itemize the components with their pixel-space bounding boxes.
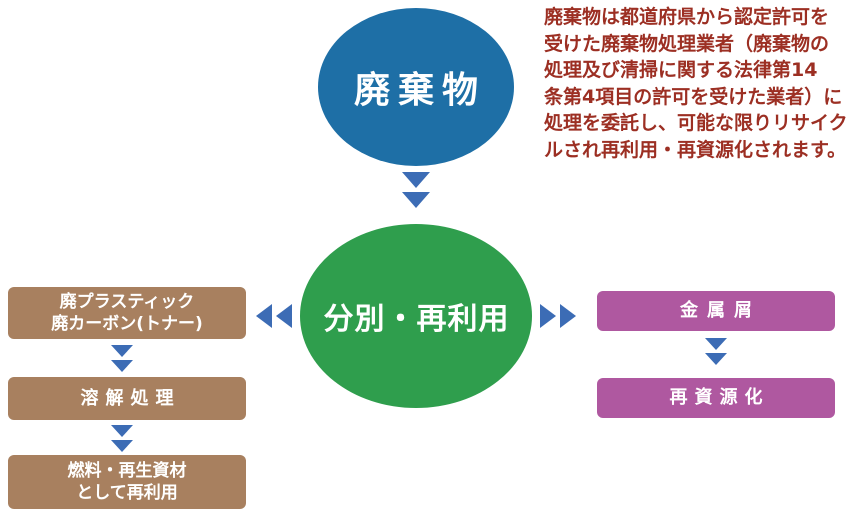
- arrow-left-icon: [276, 304, 292, 328]
- note-line: 受けた廃棄物処理業者（廃棄物の: [544, 32, 830, 55]
- arrow-down-plastic-to-melting-icon: [111, 345, 133, 372]
- arrow-down-icon: [111, 345, 133, 357]
- fuel-recycled-material-box: 燃料・再生資材 として再利用: [8, 455, 246, 509]
- arrow-right-icon: [560, 304, 576, 328]
- explanatory-note: 廃棄物は都道府県から認定許可を 受けた廃棄物処理業者（廃棄物の 処理及び清掃に関…: [544, 4, 846, 164]
- arrow-down-waste-to-sort-icon: [402, 172, 430, 208]
- arrow-down-metal-to-recycle-icon: [705, 338, 727, 365]
- note-line: 廃棄物は都道府県から認定許可を: [544, 6, 830, 28]
- fuel-recycled-material-label: 燃料・再生資材: [67, 460, 187, 481]
- metal-scrap-label: 金属屑: [680, 300, 761, 322]
- sort-reuse-node-label: 分別・再利用: [323, 302, 510, 337]
- re-resource-box: 再資源化: [597, 378, 835, 418]
- arrow-down-icon: [402, 172, 430, 188]
- reuse-as-label: として再利用: [76, 483, 178, 503]
- melting-process-label: 溶解処理: [80, 387, 181, 409]
- arrow-down-icon: [705, 338, 727, 350]
- arrow-left-icon: [256, 304, 272, 328]
- note-line: 条第4項目の許可を受けた業者）に: [544, 85, 843, 108]
- waste-node-label: 廃棄物: [353, 70, 486, 111]
- metal-scrap-box: 金属屑: [597, 291, 835, 331]
- note-line: ルされ再利用・再資源化されます。: [544, 138, 846, 161]
- note-line: 処理及び清掃に関する法律第14: [544, 59, 818, 82]
- waste-node: 廃棄物: [318, 8, 514, 166]
- arrow-down-icon: [111, 360, 133, 372]
- sort-reuse-node: 分別・再利用: [300, 224, 532, 408]
- arrow-down-melting-to-fuel-icon: [111, 425, 133, 452]
- arrow-down-icon: [111, 425, 133, 437]
- arrow-down-icon: [705, 353, 727, 365]
- re-resource-label: 再資源化: [669, 387, 770, 409]
- waste-carbon-toner-label: 廃カーボン(トナー): [51, 314, 203, 334]
- note-line: 処理を委託し、可能な限りリサイク: [544, 112, 846, 135]
- waste-plastic-label: 廃プラスティック: [59, 291, 195, 312]
- arrow-right-sort-to-metal-icon: [540, 304, 576, 328]
- arrow-right-icon: [540, 304, 556, 328]
- waste-plastic-carbon-box: 廃プラスティック 廃カーボン(トナー): [8, 287, 246, 339]
- melting-process-box: 溶解処理: [8, 377, 246, 420]
- arrow-left-sort-to-plastic-icon: [256, 304, 292, 328]
- arrow-down-icon: [111, 440, 133, 452]
- arrow-down-icon: [402, 192, 430, 208]
